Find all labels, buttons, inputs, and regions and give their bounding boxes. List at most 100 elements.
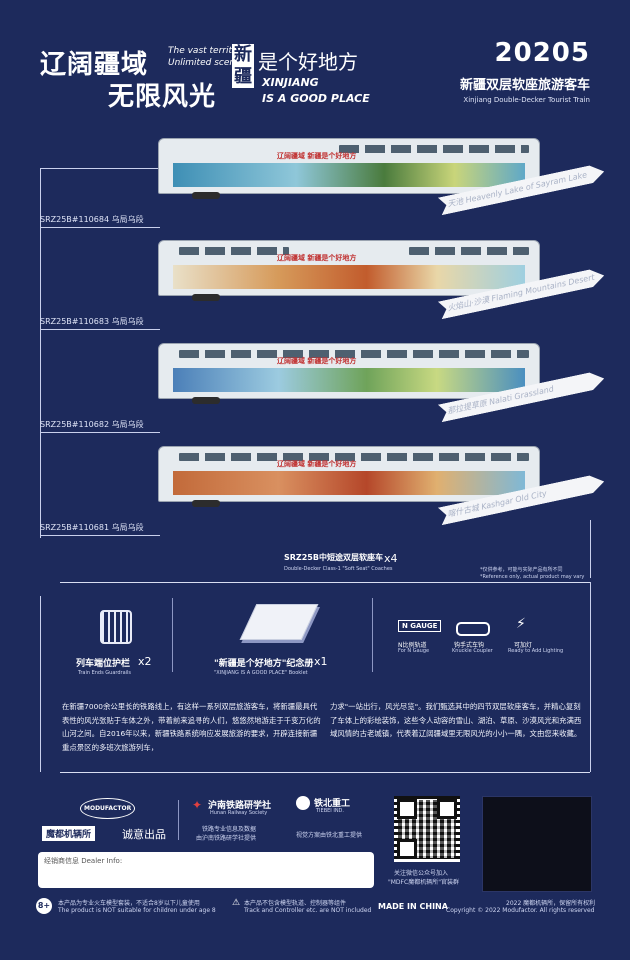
title-cn-line1: 辽阔疆域 xyxy=(40,50,149,80)
description-right: 力求"一站出行，风光尽览"。我们甄选其中的四节双层软座客车，并精心复刻了车体上的… xyxy=(330,702,582,738)
bogie xyxy=(192,294,220,301)
window-row-upper xyxy=(339,145,529,153)
window-row-upper xyxy=(179,247,289,255)
coach-note-title-en: Double-Decker Class-1 "Soft Seat" Coache… xyxy=(284,566,393,572)
window-row-upper xyxy=(179,350,529,358)
presents-label: 诚意出品 xyxy=(122,828,166,841)
coupler-icon xyxy=(456,622,490,636)
window-row-upper xyxy=(409,247,529,255)
qr-caption-1: 关注微信公众号加入 xyxy=(394,870,449,877)
lighting-label: 可加灯 xyxy=(514,642,533,649)
subtitle-en-line1: The vast territory xyxy=(168,46,247,56)
car-code-4: SRZ25B#110681 乌局乌段 xyxy=(40,523,144,532)
age-badge: 8+ xyxy=(36,898,52,914)
coach-car-2: 辽阔疆域 新疆是个好地方 xyxy=(158,240,540,296)
accessories-box xyxy=(60,582,590,685)
tiebei-name-en: TIEBEI IND. xyxy=(316,808,344,814)
car-code-2: SRZ25B#110683 乌局乌段 xyxy=(40,317,144,326)
society-note-1: 铁路专业信息及数据 xyxy=(202,826,257,833)
barcode-area xyxy=(482,796,592,892)
slogan-livery: 辽阔疆域 新疆是个好地方 xyxy=(277,357,357,365)
lighting-icon: ⚡ xyxy=(516,616,526,632)
bogie xyxy=(192,397,220,404)
guardrail-icon xyxy=(100,610,132,644)
bracket-line-right xyxy=(590,520,591,578)
disclaimer-en: *Reference only, actual product may vary xyxy=(480,574,585,580)
society-logo-icon: ✦ xyxy=(192,798,203,812)
slogan-livery: 辽阔疆域 新疆是个好地方 xyxy=(277,152,357,160)
livery-grassland xyxy=(173,368,525,392)
age-warning-en: The product is NOT suitable for children… xyxy=(58,907,216,914)
car-code-3: SRZ25B#110682 乌局乌段 xyxy=(40,420,144,429)
description-right-line xyxy=(590,582,591,772)
made-in-china: MADE IN CHINA xyxy=(378,902,448,911)
tag-underline xyxy=(40,227,160,228)
age-warning-cn: 本产品为专业火车模型套装，不适合8岁以下儿童使用 xyxy=(58,900,200,907)
bracket-line-vertical xyxy=(40,168,41,538)
track-note-cn: 本产品不包含模型轨道、控制器等组件 xyxy=(244,900,347,907)
car-code-1: SRZ25B#110684 乌局乌段 xyxy=(40,215,144,224)
track-note-en: Track and Controller etc. are NOT includ… xyxy=(244,907,372,914)
title-cn-line2: 无限风光 xyxy=(108,82,217,112)
booklet-label: "新疆是个好地方"纪念册 xyxy=(214,659,314,669)
warning-icon: ⚠ xyxy=(232,898,241,908)
guardrail-count: x2 xyxy=(138,655,152,668)
dealer-info-label: 经销商信息 Dealer Info: xyxy=(44,857,123,865)
slogan-livery: 辽阔疆域 新疆是个好地方 xyxy=(277,254,357,262)
n-gauge-label-en: For N Gauge xyxy=(398,648,430,654)
bracket-line-top xyxy=(40,168,160,169)
tiebei-name: 铁北重工 xyxy=(314,799,351,809)
brand-divider xyxy=(178,800,179,840)
dealer-info-box: 经销商信息 Dealer Info: xyxy=(38,852,374,888)
society-note-2: 由沪南铁路研学社提供 xyxy=(196,835,257,842)
subtitle-en-line2: Unlimited scenery xyxy=(168,58,250,68)
slogan-cn-main: 是个好地方 xyxy=(258,50,358,74)
coupler-label-en: Knuckle Coupler xyxy=(452,648,493,654)
tag-underline xyxy=(40,329,160,330)
n-gauge-icon: N GAUGE xyxy=(398,620,442,632)
coupler-label: 钩手式车钩 xyxy=(454,642,485,649)
modufactor-logo: MODUFACTOR xyxy=(80,798,136,819)
society-name-en: Hunan Railway Society xyxy=(210,810,268,816)
coach-note-title: SRZ25B中短途双层软座车 xyxy=(284,553,383,562)
slogan-en-line1: XINJIANG xyxy=(262,76,319,89)
qr-code xyxy=(394,796,460,862)
disclaimer-cn: *仅供参考，可能与实际产品有所不同 xyxy=(480,567,563,573)
window-row-upper xyxy=(179,453,529,461)
booklet-count: x1 xyxy=(314,655,328,668)
modufactor-brand: 魔都机辆所 xyxy=(42,826,96,841)
bogie xyxy=(192,192,220,199)
divider xyxy=(372,598,373,672)
description-bottom-line xyxy=(60,772,590,773)
guardrail-label-en: Train Ends Guardrails xyxy=(78,670,132,676)
coach-car-4: 辽阔疆域 新疆是个好地方 xyxy=(158,446,540,502)
product-title-cn: 新疆双层软座旅游客车 xyxy=(459,78,590,93)
product-title-en: Xinjiang Double-Decker Tourist Train xyxy=(463,96,590,104)
tag-underline xyxy=(40,535,160,536)
coach-car-3: 辽阔疆域 新疆是个好地方 xyxy=(158,343,540,399)
slogan-en-line2: IS A GOOD PLACE xyxy=(262,92,370,105)
rights-cn: 2022 魔都机辆所，保留所有权利 xyxy=(506,900,596,907)
tag-underline xyxy=(40,432,160,433)
slogan-cn-side: 新疆 xyxy=(232,44,254,88)
coach-note-count: x4 xyxy=(384,552,398,565)
slogan-livery: 辽阔疆域 新疆是个好地方 xyxy=(277,460,357,468)
livery-lake xyxy=(173,163,525,187)
bogie xyxy=(192,500,220,507)
livery-old-city xyxy=(173,471,525,495)
booklet-label-en: "XINJIANG IS A GOOD PLACE" Booklet xyxy=(214,670,308,676)
tiebei-note: 视觉方案由铁北重工提供 xyxy=(296,832,363,839)
society-name: 沪南铁路研学社 xyxy=(208,801,272,811)
divider xyxy=(172,598,173,672)
n-gauge-label: N比例轨道 xyxy=(398,642,427,649)
tiebei-logo-icon xyxy=(296,796,310,810)
guardrail-label: 列车端位护栏 xyxy=(76,659,131,669)
description-left-line xyxy=(40,596,41,772)
coach-car-1: 辽阔疆域 新疆是个好地方 xyxy=(158,138,540,194)
qr-caption-2: "MDFC魔都机辆所"官装群 xyxy=(388,879,459,886)
lighting-label-en: Ready to Add Lighting xyxy=(508,648,564,654)
model-number: 20205 xyxy=(494,38,590,68)
livery-desert xyxy=(173,265,525,289)
rights-en: Copyright © 2022 Modufactor. All rights … xyxy=(446,907,595,914)
description-left: 在新疆7000余公里长的铁路线上，有这样一系列双层旅游客车，将新疆最具代表性的风… xyxy=(62,702,321,752)
